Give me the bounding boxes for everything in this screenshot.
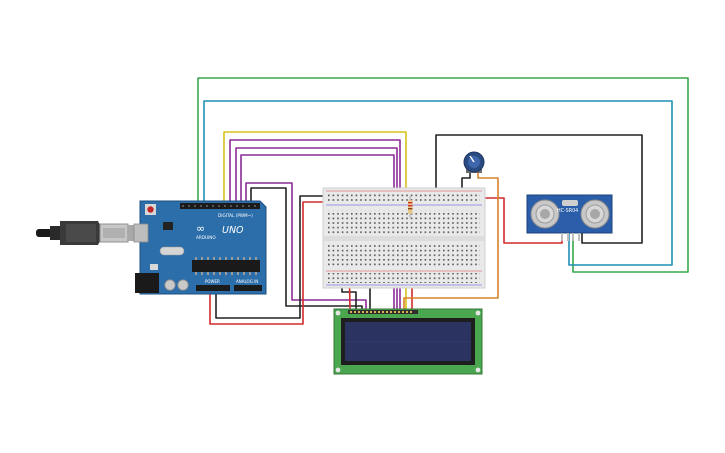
lcd-display[interactable]	[333, 308, 483, 375]
potentiometer-knob-indicator	[469, 155, 475, 163]
breadboard-terminal-bottom	[328, 243, 480, 267]
arduino-uno-board[interactable]: DIGITAL (PWM~) ∞ ARDUINO UNO	[133, 200, 267, 295]
capacitor-1	[164, 279, 176, 291]
arduino-brand: UNO	[222, 225, 244, 236]
power-header-label: POWER	[205, 279, 220, 284]
wire-teal-sensor-echo[interactable]	[203, 100, 673, 266]
breadboard-rail-top	[328, 193, 480, 203]
breadboard-rail-bottom	[328, 273, 480, 283]
potentiometer[interactable]	[463, 151, 485, 173]
capacitor-2	[177, 279, 189, 291]
wire-black-sensor-gnd[interactable]	[435, 134, 643, 244]
analog-header-label: ANALOG IN	[236, 279, 258, 284]
sensor-transducer-right	[580, 199, 610, 229]
digital-header-label: DIGITAL (PWM~)	[218, 213, 253, 218]
wire-orange-pot[interactable]	[403, 171, 499, 311]
breadboard[interactable]	[322, 187, 486, 289]
breadboard-terminal-top	[328, 210, 480, 234]
power-header	[196, 285, 230, 291]
ultrasonic-sensor[interactable]: HC-SR04	[526, 194, 613, 241]
atmega-chip	[192, 260, 260, 272]
wire-red-arduino-5v[interactable]	[209, 201, 331, 325]
arduino-maker: ARDUINO	[196, 235, 216, 240]
analog-header	[234, 285, 262, 291]
wire-black-arduino-gnd[interactable]	[215, 195, 329, 319]
resistor[interactable]	[408, 196, 413, 218]
sensor-transducer-left	[530, 199, 560, 229]
usb-cable	[36, 221, 140, 245]
wire-black-lcd-rs[interactable]	[250, 187, 363, 311]
wire-black-pot[interactable]	[461, 171, 471, 193]
sensor-model-label: HC-SR04	[557, 208, 578, 214]
arduino-logo-infinity: ∞	[196, 222, 205, 235]
wire-purple-lcd-4[interactable]	[245, 182, 367, 311]
